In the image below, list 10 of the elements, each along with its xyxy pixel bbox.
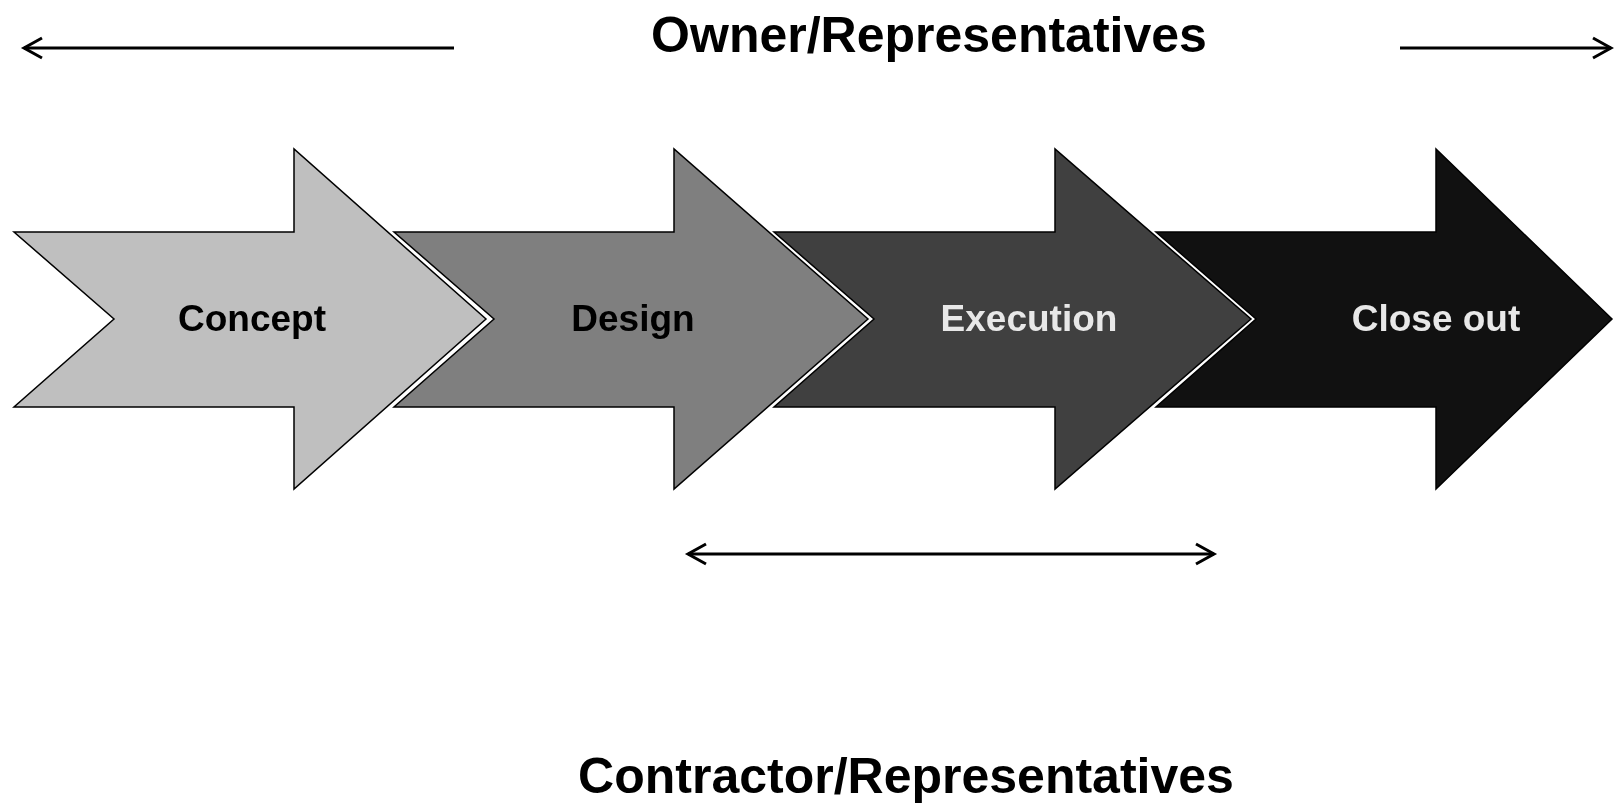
stage-label: Concept — [178, 298, 326, 340]
role-label: Owner/Representatives — [651, 6, 1207, 64]
stage-label: Execution — [940, 298, 1118, 340]
role-label: Contractor/Representatives — [578, 747, 1234, 805]
phase-step — [774, 149, 1251, 489]
phase-step — [14, 149, 486, 489]
stage-label: Design — [571, 298, 695, 340]
phase-step — [1156, 149, 1612, 489]
stage-label: Close out — [1351, 298, 1521, 340]
phase-step — [394, 149, 868, 489]
